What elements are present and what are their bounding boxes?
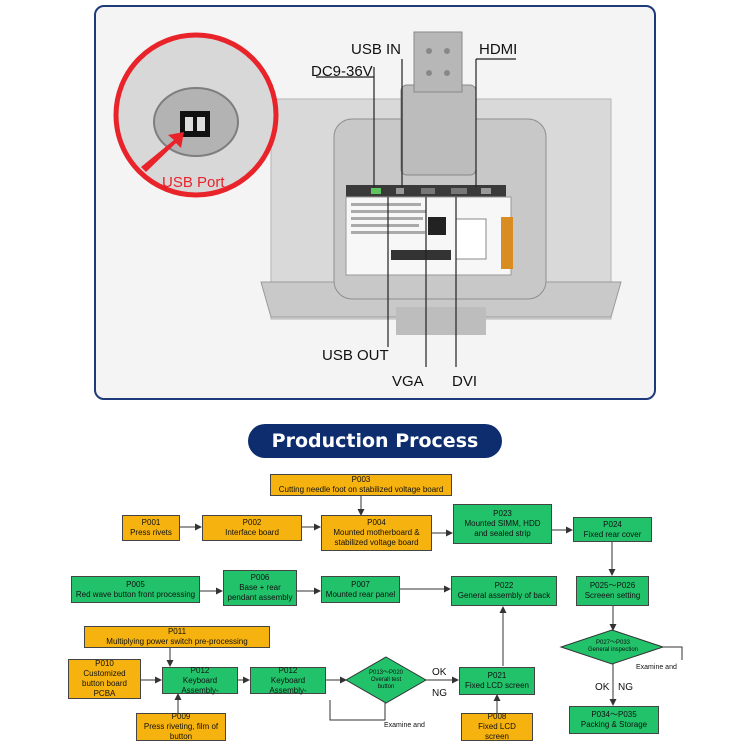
node-p024: P024 Fixed rear cover — [573, 517, 652, 542]
node-p011: P011 Multiplying power switch pre-proces… — [84, 626, 270, 648]
node-text: General inspection — [587, 647, 639, 653]
node-text: Fixed LCD screen — [464, 681, 530, 690]
node-code: P007 — [351, 579, 370, 589]
node-text: Press rivets — [130, 528, 172, 537]
dvi-label: DVI — [452, 373, 478, 390]
usb-in-label: USB IN — [351, 41, 402, 58]
node-p002: P002 Interface board — [202, 515, 302, 541]
node-code: P024 — [603, 519, 622, 529]
keypad — [391, 250, 451, 260]
node-text: Packing & Storage — [580, 720, 648, 729]
node-p023: P023 Mounted SIMM, HDD and sealed strip — [453, 504, 552, 544]
ng-label-test: NG — [432, 688, 447, 699]
node-text: Mounted rear panel — [325, 589, 396, 599]
node-text: Mounted motherboard & stabilized voltage… — [333, 528, 420, 547]
node-p027: P027～P033 General inspection — [578, 637, 648, 657]
node-text: Red wave button front processing — [75, 589, 196, 599]
node-p021: P021 Fixed LCD screen — [459, 667, 535, 695]
node-code: P010 — [95, 659, 114, 668]
node-code: P005 — [126, 579, 145, 589]
node-code: P012 — [278, 665, 298, 675]
node-code: P002 — [242, 518, 262, 527]
node-text: General assembly of back — [457, 591, 551, 600]
node-text: Screeen setting — [584, 591, 641, 600]
node-p004: P004 Mounted motherboard & stabilized vo… — [321, 515, 432, 551]
node-p005: P005 Red wave button front processing — [71, 576, 200, 603]
device-illustration — [113, 31, 622, 367]
node-code: P008 — [487, 712, 507, 721]
node-p008: P008 Fixed LCD screen — [461, 712, 533, 741]
node-code: P003 — [351, 475, 371, 484]
product-photo-panel: USB IN HDMI DC9-36V USB Port USB OUT VGA… — [94, 5, 656, 400]
node-text: Mounted SIMM, HDD and sealed strip — [464, 519, 541, 538]
node-code: P004 — [367, 518, 386, 527]
node-code: P023 — [493, 509, 512, 518]
node-text: Cutting needle foot on stabilized voltag… — [278, 485, 444, 494]
node-text: Keyboard Assembly- — [269, 675, 307, 695]
node-code: P013～P020 — [368, 669, 404, 676]
node-p007: P007 Mounted rear panel — [321, 576, 400, 603]
examine-label-inspection: Examine and — [636, 664, 677, 671]
node-p001: P001 Press rivets — [122, 515, 180, 541]
usb-port-label: USB Port — [162, 174, 225, 191]
node-text: Keyboard Assembly- — [181, 675, 219, 695]
node-code: P009 — [171, 712, 191, 721]
ng-label-inspection: NG — [618, 682, 633, 693]
node-p012a: P012 Keyboard Assembly- — [162, 665, 238, 695]
node-text: Interface board — [225, 528, 279, 537]
node-p025: P025～P026 Screeen setting — [576, 576, 649, 606]
node-p006: P006 Base + rear pendant assembly — [223, 570, 297, 606]
node-p022: P022 General assembly of back — [451, 576, 557, 606]
node-p013-diamond — [344, 656, 428, 704]
node-code: P025～P026 — [589, 581, 636, 590]
node-code: P012 — [190, 665, 210, 675]
node-text: Overall test button — [370, 676, 402, 690]
node-p013: P013～P020 Overall test button — [360, 664, 412, 696]
usb-port-arrow — [141, 132, 184, 172]
node-code: P011 — [167, 627, 187, 636]
node-p009: P009 Press riveting, film of button — [136, 712, 226, 741]
node-p010: P010 Customized button board PCBA — [68, 659, 141, 699]
dc-label: DC9-36V — [311, 63, 373, 80]
qr-code — [428, 217, 446, 235]
production-process-title: Production Process — [248, 424, 502, 458]
node-p003: P003 Cutting needle foot on stabilized v… — [270, 474, 452, 496]
node-text: Fixed LCD screen — [478, 722, 516, 741]
node-p027-diamond — [559, 629, 665, 665]
examine-label-test: Examine and — [384, 722, 425, 729]
node-p034: P034～P035 Packing & Storage — [569, 706, 659, 734]
node-code: P001 — [141, 518, 161, 527]
terminal-block — [501, 217, 513, 269]
node-text: Base + rear pendant assembly — [227, 583, 293, 602]
node-p012b: P012 Keyboard Assembly- — [250, 665, 326, 695]
usb-out-label: USB OUT — [322, 347, 389, 364]
node-text: Multiplying power switch pre-processing — [106, 637, 248, 646]
node-code: P034～P035 — [591, 710, 637, 719]
vga-label: VGA — [392, 373, 424, 390]
node-code: P022 — [494, 581, 514, 590]
node-code: P027～P033 — [595, 640, 631, 646]
ok-label-test: OK — [432, 667, 447, 678]
node-code: P006 — [250, 573, 270, 582]
node-text: Customized button board PCBA — [82, 669, 127, 698]
hdmi-label: HDMI — [479, 41, 518, 58]
node-code: P021 — [487, 671, 507, 680]
mount-bracket — [413, 31, 463, 93]
stand-foot — [396, 307, 486, 335]
node-text: Press riveting, film of button — [143, 722, 219, 741]
node-text: Fixed rear cover — [583, 529, 642, 539]
ok-label-inspection: OK — [595, 682, 610, 693]
